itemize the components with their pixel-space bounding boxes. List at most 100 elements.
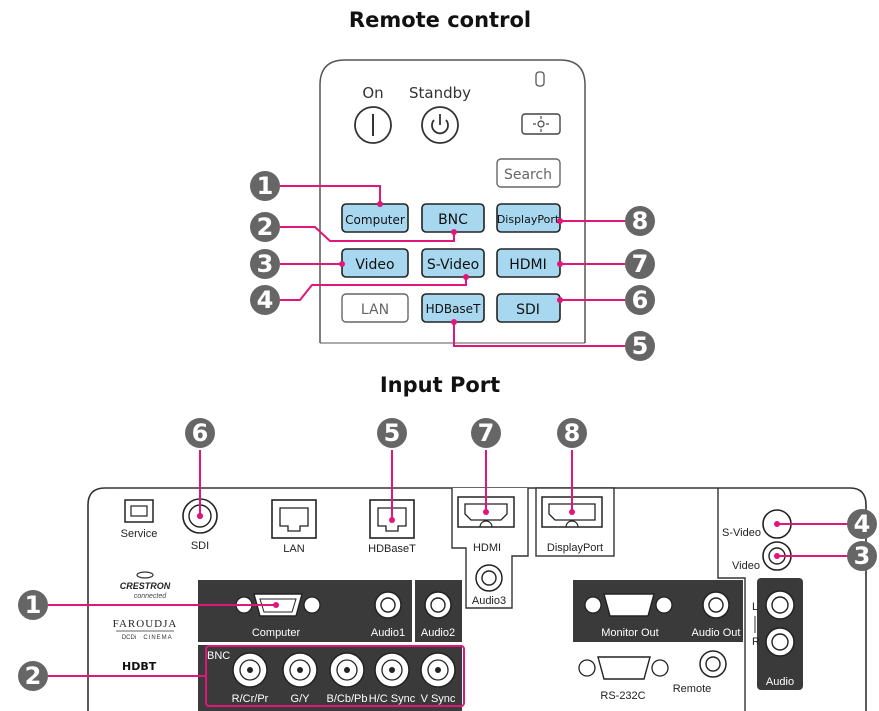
s-video-button[interactable]: S-Video: [421, 248, 485, 278]
port-callout-5: 5: [377, 418, 407, 448]
port-callout-3: 3: [847, 541, 877, 571]
standby-button[interactable]: [421, 106, 459, 144]
svg-text:1: 1: [257, 172, 274, 200]
audio2-label: Audio2: [421, 627, 455, 639]
monitor-out-port[interactable]: [584, 593, 673, 617]
svg-text:4: 4: [257, 286, 274, 314]
bnc-label: BNC: [207, 650, 230, 662]
svg-text:4: 4: [854, 510, 871, 538]
audio-r-port[interactable]: [765, 627, 795, 657]
sdi-button[interactable]: SDI: [496, 293, 561, 323]
port-callout-8: 8: [557, 418, 587, 448]
hdmi-label: HDMI: [473, 542, 501, 554]
v-sync-label: V Sync: [421, 693, 456, 705]
port-callout-4: 4: [847, 509, 877, 539]
svg-text:7: 7: [478, 419, 495, 447]
remote-port[interactable]: [699, 650, 727, 678]
callout-1: 1: [250, 171, 280, 201]
displayport-button[interactable]: DisplayPort: [496, 203, 561, 233]
search-button[interactable]: Search: [496, 158, 561, 188]
bnc-b-cb-pb-port[interactable]: [329, 652, 365, 688]
computer-label: Computer: [252, 627, 301, 639]
service-port[interactable]: [124, 499, 154, 523]
callout-8: 8: [625, 206, 655, 236]
bnc-r-cr-pr-port[interactable]: [232, 652, 268, 688]
input-callout-lines: [48, 450, 848, 677]
indicator-icon: [535, 71, 545, 87]
svg-text:S-Video: S-Video: [427, 257, 479, 273]
svg-text:CRESTRON: CRESTRON: [120, 581, 171, 591]
remote-label: Remote: [673, 683, 712, 695]
svg-text:DCDi: DCDi: [122, 635, 136, 641]
hdmi-button[interactable]: HDMI: [496, 248, 561, 278]
svg-text:Video: Video: [355, 257, 394, 273]
svg-text:CINEMA: CINEMA: [143, 635, 172, 641]
port-callout-2: 2: [18, 661, 48, 691]
light-icon: [533, 116, 549, 132]
input-port-title: Input Port: [380, 373, 500, 397]
svg-text:5: 5: [384, 419, 401, 447]
audio1-label: Audio1: [371, 627, 405, 639]
sdi-label: SDI: [191, 540, 209, 552]
video-button[interactable]: Video: [341, 248, 409, 278]
monitor-out-label: Monitor Out: [601, 627, 658, 639]
port-callout-1: 1: [18, 590, 48, 620]
remote-control: On Standby Search Computer: [319, 59, 586, 344]
bnc-g-y-port[interactable]: [282, 652, 318, 688]
bnc-v-sync-port[interactable]: [420, 652, 456, 688]
svg-text:HDBT: HDBT: [122, 660, 157, 673]
callout-6: 6: [625, 285, 655, 315]
svg-text:HDMI: HDMI: [509, 257, 547, 273]
audio2-port[interactable]: [424, 591, 452, 619]
light-button[interactable]: [521, 113, 561, 135]
rs-232c-port[interactable]: [578, 656, 669, 680]
power-icon: [431, 119, 449, 135]
audio-out-port[interactable]: [702, 591, 730, 619]
s-video-label: S-Video: [722, 527, 761, 539]
r-cr-pr-label: R/Cr/Pr: [232, 693, 269, 705]
svg-text:2: 2: [257, 213, 274, 241]
svg-text:R: R: [752, 636, 760, 648]
g-y-label: G/Y: [291, 693, 311, 705]
svg-text:8: 8: [632, 207, 649, 235]
svg-text:connected: connected: [134, 593, 167, 600]
svg-text:1: 1: [25, 591, 42, 619]
bnc-button[interactable]: BNC: [421, 203, 485, 233]
svg-text:L: L: [752, 601, 758, 613]
rs-232c-label: RS-232C: [600, 690, 645, 702]
svg-text:8: 8: [564, 419, 581, 447]
audio-label: Audio: [766, 676, 794, 688]
svg-text:DisplayPort: DisplayPort: [497, 213, 560, 226]
lan-button[interactable]: LAN: [341, 293, 409, 323]
svg-text:6: 6: [632, 286, 649, 314]
hdbaset-label: HDBaseT: [368, 543, 416, 555]
audio-out-label: Audio Out: [692, 627, 741, 639]
computer-audio-panel: Computer Audio1 Audio2: [198, 580, 462, 642]
callout-5: 5: [625, 331, 655, 361]
svg-text:FAROUDJA: FAROUDJA: [113, 618, 178, 630]
faroudja-logo: FAROUDJA DCDi CINEMA: [113, 618, 178, 641]
svg-text:SDI: SDI: [516, 302, 540, 318]
port-callout-7: 7: [471, 418, 501, 448]
lan-label: LAN: [283, 543, 304, 555]
computer-button[interactable]: Computer: [341, 203, 409, 233]
audio1-port[interactable]: [374, 591, 402, 619]
hdbaset-logo: HDBT: [122, 660, 157, 673]
on-button[interactable]: [354, 106, 392, 144]
audio3-port[interactable]: [475, 564, 503, 592]
hdbaset-button[interactable]: HDBaseT: [421, 293, 485, 323]
svg-text:7: 7: [632, 250, 649, 278]
port-callout-6: 6: [185, 418, 215, 448]
standby-label: Standby: [409, 84, 471, 102]
remote-title: Remote control: [349, 8, 531, 32]
callout-7: 7: [625, 249, 655, 279]
lan-port[interactable]: [271, 499, 317, 539]
audio-l-port[interactable]: [765, 590, 795, 620]
video-label: Video: [732, 560, 760, 572]
on-label: On: [362, 84, 383, 102]
bnc-h-c-sync-port[interactable]: [374, 652, 410, 688]
h-c-sync-label: H/C Sync: [369, 693, 416, 705]
svg-text:LAN: LAN: [361, 302, 389, 318]
svg-text:BNC: BNC: [438, 212, 468, 228]
